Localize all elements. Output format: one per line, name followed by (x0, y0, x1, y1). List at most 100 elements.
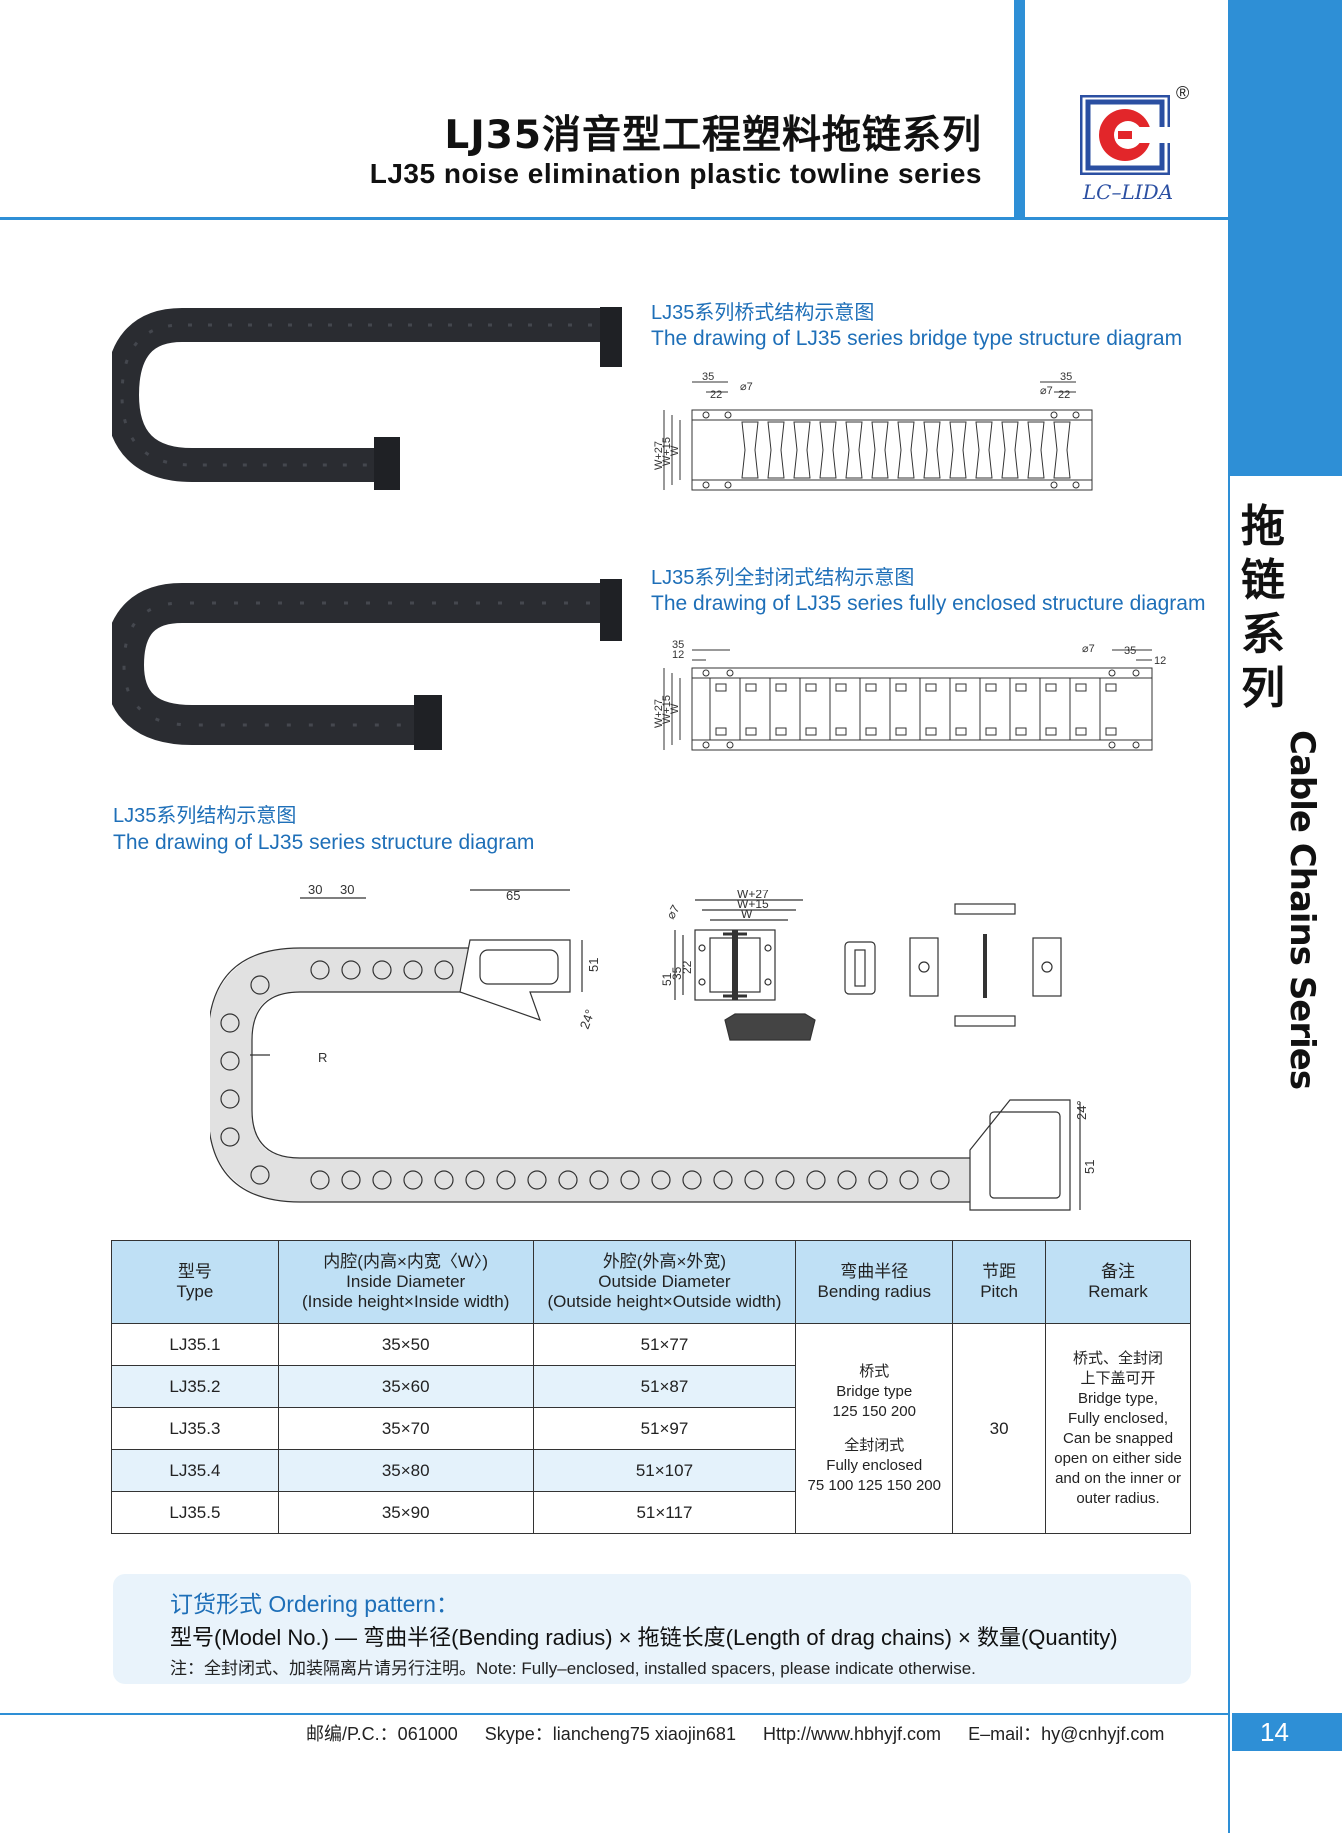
enclosed-cell (799, 678, 817, 740)
cell-outside: 51×97 (532, 1407, 797, 1450)
dim-w: W (741, 907, 753, 921)
dim-22: 22 (1058, 389, 1070, 401)
page-title-en: LJ35 noise elimination plastic towline s… (369, 158, 982, 189)
chain-link (372, 1170, 392, 1190)
chain-link (220, 1051, 240, 1071)
chain-link (310, 960, 330, 980)
bridge-chain-photo (112, 307, 622, 490)
enclosed-cell (949, 678, 967, 740)
cell-remark: 桥式、全封闭上下盖可开 Bridge type,Fully enclosed, … (1045, 1323, 1191, 1534)
dim-12: 12 (1154, 655, 1166, 667)
chain-link (341, 1170, 361, 1190)
bridge-caption-zh: LJ35系列桥式结构示意图 (651, 302, 875, 324)
dim-35: 35 (1124, 645, 1136, 657)
table-row: LJ35.1 35×50 51×77 桥式 Bridge type 125 15… (111, 1323, 1191, 1534)
crossbar (871, 421, 889, 479)
cell-bending-radius: 桥式 Bridge type 125 150 200 全封闭式 Fully en… (795, 1323, 954, 1534)
dim-w27: W+27 (737, 890, 769, 901)
chain-link (496, 1170, 516, 1190)
table-row: LJ35.3 35×70 51×97 (111, 1407, 1191, 1450)
chain-link (527, 1170, 547, 1190)
lc-lida-logo (1079, 94, 1171, 176)
side-char: 列 (1241, 663, 1285, 714)
crossbar (1027, 421, 1045, 479)
enclosed-cell (769, 678, 787, 740)
dim-angle-24: 24° (577, 1007, 598, 1031)
chain-link (775, 1170, 795, 1190)
dim-35: 35 (1060, 371, 1072, 383)
cell-inside: 35×90 (277, 1491, 534, 1534)
cell-inside: 35×70 (277, 1407, 534, 1450)
cell-type: LJ35.2 (111, 1365, 279, 1408)
crossbar (975, 421, 993, 479)
enclosed-cell (859, 678, 877, 740)
dim-angle-24: 24° (1074, 1100, 1089, 1120)
side-char: 拖 (1241, 501, 1285, 552)
footer-skype: Skype：liancheng75 xiaojin681 (484, 1724, 736, 1744)
chain-link (220, 1013, 240, 1033)
dim-65: 65 (506, 888, 520, 903)
footer-email-link[interactable]: E–mail：hy@cnhyjf.com (968, 1724, 1165, 1744)
dim-35: 35 (670, 966, 684, 980)
dim-51: 51 (586, 958, 601, 972)
chain-link (341, 960, 361, 980)
dim-w15: W+15 (661, 695, 673, 724)
dim-phi7: ⌀7 (663, 902, 682, 921)
header-outside-diameter: 外腔(外高×外宽)Outside Diameter(Outside height… (532, 1240, 797, 1324)
cell-inside: 35×80 (277, 1449, 534, 1492)
table-row: LJ35.2 35×60 51×87 (111, 1365, 1191, 1408)
chain-link (837, 1170, 857, 1190)
logo-icon (1079, 94, 1171, 176)
cell-outside: 51×117 (532, 1491, 797, 1534)
footer-postcode: 邮编/P.C.：061000 (306, 1724, 458, 1744)
chain-link (589, 1170, 609, 1190)
enclosed-cell (919, 678, 937, 740)
bridge-caption-en: The drawing of LJ35 series bridge type s… (651, 327, 1183, 350)
dim-35: 35 (702, 371, 714, 383)
cell-outside: 51×77 (532, 1323, 797, 1366)
side-rule (1228, 476, 1230, 1833)
table-row: LJ35.5 35×90 51×117 (111, 1491, 1191, 1534)
dim-phi7: ⌀7 (1082, 643, 1095, 655)
chain-link (620, 1170, 640, 1190)
cell-type: LJ35.3 (111, 1407, 279, 1450)
chain-link (744, 1170, 764, 1190)
chain-link (403, 1170, 423, 1190)
chain-link (465, 1170, 485, 1190)
dim-35: 35 (672, 639, 684, 651)
footer-rule (0, 1713, 1228, 1715)
side-strip (1228, 0, 1342, 476)
side-title-en: Cable Chains Series (1282, 730, 1322, 1090)
enclosed-cells (709, 678, 1117, 740)
cross-section-views: W+27 W+15 W 51 35 22 ⌀7 (660, 890, 1062, 1041)
crossbar (793, 421, 811, 479)
header-rule (0, 217, 1228, 220)
dim-w: W (669, 703, 681, 714)
dim-w27: W+27 (653, 699, 665, 728)
chain-link (806, 1170, 826, 1190)
footer-website-link[interactable]: Http://www.hbhyjf.com (762, 1724, 942, 1744)
dim-22: 22 (680, 960, 694, 974)
dim-12: 12 (672, 649, 684, 661)
dim-w15: W+15 (737, 897, 769, 911)
dim-w27: W+27 (653, 441, 665, 470)
enclosed-caption-zh: LJ35系列全封闭式结构示意图 (651, 567, 915, 589)
structure-caption-zh: LJ35系列结构示意图 (113, 805, 297, 827)
dim-51: 51 (1082, 1160, 1097, 1174)
side-title-zh: 拖 链 系 列 (1238, 500, 1288, 716)
cell-inside: 35×60 (277, 1365, 534, 1408)
cell-type: LJ35.4 (111, 1449, 279, 1492)
cell-type: LJ35.1 (111, 1323, 279, 1366)
side-char: 系 (1241, 609, 1285, 660)
cell-type: LJ35.5 (111, 1491, 279, 1534)
cell-pitch: 30 (952, 1323, 1047, 1534)
chain-link (930, 1170, 950, 1190)
bridge-structure-diagram: 35 22 ⌀7 ⌀7 35 22 W+27 W+15 W (653, 371, 1093, 491)
chain-link (899, 1170, 919, 1190)
ordering-title: 订货形式 Ordering pattern： (170, 1591, 459, 1617)
crossbar (741, 421, 759, 479)
chain-link (220, 1127, 240, 1147)
